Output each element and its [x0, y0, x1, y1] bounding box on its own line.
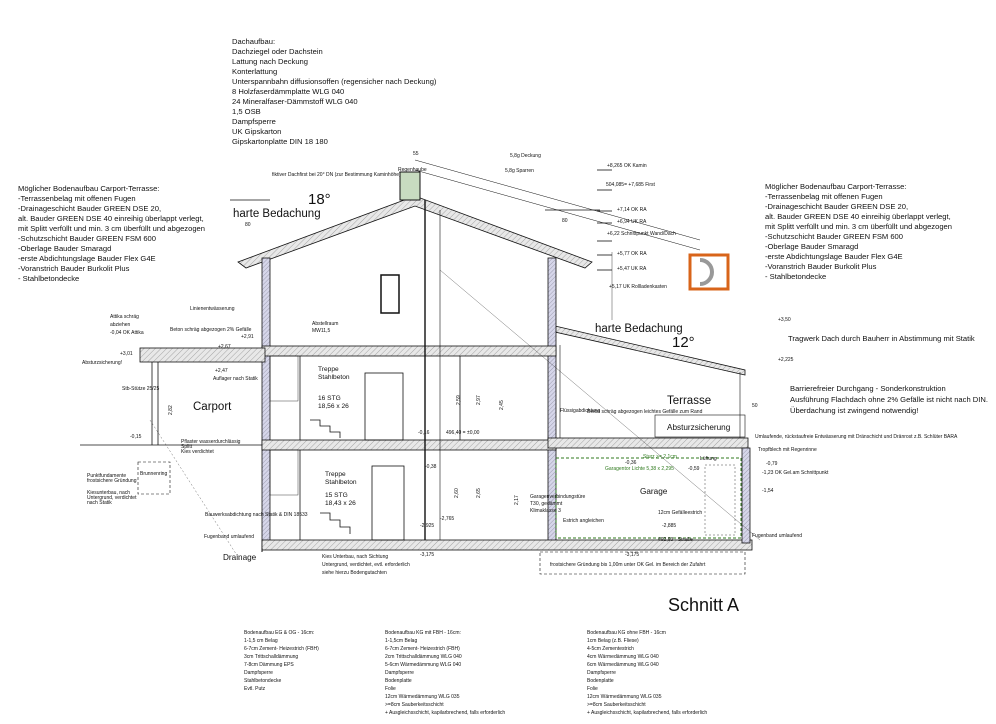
tropfblech-note: Tropfblech mit Regenrinne [758, 447, 817, 453]
svg-text:504,085= +7,685 First: 504,085= +7,685 First [606, 182, 656, 188]
svg-text:+3,01: +3,01 [120, 351, 133, 357]
svg-text:-2,925: -2,925 [420, 523, 434, 529]
strasse-label: 492,93 - Straße [658, 537, 693, 543]
drainage-label: Drainage [223, 553, 257, 562]
window-detail-icon [688, 253, 730, 291]
sturz-label: Sturz >= 2 1cm [643, 454, 677, 460]
svg-text:-2,765: -2,765 [440, 516, 454, 522]
svg-text:+2,47: +2,47 [215, 368, 228, 374]
regenhaube-label: Regenhaube [398, 167, 427, 173]
svg-text:Bodenaufbau KG mit FBH - 16cm:: Bodenaufbau KG mit FBH - 16cm:1-1,5cm Be… [385, 630, 505, 716]
estrich-angleichen-label: Estrich angleichen [563, 518, 604, 524]
terrasse-label: Terrasse [667, 395, 711, 407]
bauwerksabdichtung-label: Bauwerksabdichtung nach Statik & DIN 185… [205, 512, 308, 518]
fugenband-left: Fugenband umlaufend [204, 534, 254, 540]
garagentor-label: Garagentor Lichte 5,38 x 2,295 [605, 466, 674, 472]
first-note: fiktiver Dachfirst bei 20° DN (zur Besti… [272, 172, 401, 178]
sparren-label: 5,8g Sparren [505, 168, 534, 174]
svg-text:2,17: 2,17 [514, 495, 520, 505]
entwaesserung-note: Umlaufende, rückstaufreie Entwässerung m… [755, 434, 958, 440]
svg-text:50: 50 [752, 403, 758, 409]
svg-text:Bodenaufbau EG & OG - 16cm:1-1: Bodenaufbau EG & OG - 16cm:1-1,5 cm Bela… [244, 630, 319, 692]
svg-text:+8,265 OK Kamin: +8,265 OK Kamin [607, 163, 647, 169]
drawing-title: Schnitt A [668, 595, 739, 615]
absturzsicherung-left: Absturzsicherung! [82, 360, 122, 366]
svg-text:-3,175: -3,175 [625, 552, 639, 558]
svg-text:2,59: 2,59 [456, 395, 462, 405]
svg-text:+5,17 UK Rollladenkasten: +5,17 UK Rollladenkasten [609, 284, 667, 290]
absturzsicherung-label: Absturzsicherung [667, 423, 731, 432]
ok-gel-label: -1,23 OK Gel.am Schnittpunkt [762, 470, 829, 476]
svg-text:80: 80 [245, 222, 251, 228]
svg-text:+6,22 Schnittpunkt Wand/Dach: +6,22 Schnittpunkt Wand/Dach [607, 231, 676, 237]
svg-text:+2,91: +2,91 [241, 334, 254, 340]
svg-text:-0,38: -0,38 [425, 464, 437, 470]
svg-text:2,45: 2,45 [499, 400, 505, 410]
barrierefrei-note: Barrierefreier Durchgang - Sonderkonstru… [790, 384, 988, 415]
gefaelle-estrich-label: 12cm Gefälleestrich [658, 510, 702, 516]
svg-text:-2,885: -2,885 [662, 523, 676, 529]
svg-text:+2,67: +2,67 [218, 344, 231, 350]
floor-buildups: Bodenaufbau EG & OG - 16cm:1-1,5 cm Bela… [244, 630, 707, 716]
svg-text:2,82: 2,82 [168, 405, 174, 415]
auflager-label: Auflager nach Statik [213, 376, 258, 382]
level-values: +3,50 +2,225 +3,01 +2,91 +2,67 +2,47 -0,… [120, 151, 794, 558]
svg-text:-0,16: -0,16 [418, 430, 430, 436]
building-section [80, 200, 761, 575]
svg-text:-0,79: -0,79 [766, 461, 778, 467]
svg-text:80: 80 [562, 218, 568, 224]
carport-terrace-buildup-right: Möglicher Bodenaufbau Carport-Terrasse:-… [765, 182, 952, 281]
carport-terrace-buildup-left: Möglicher Bodenaufbau Carport-Terrasse:-… [18, 184, 205, 283]
brunnenring-label: Brunnenring [140, 471, 167, 477]
linienentwaesserung-label: Linienentwässerung [190, 306, 235, 312]
elevation-markers: +8,265 OK Kamin 504,085= +7,685 First +7… [597, 163, 676, 290]
roof-right-label: harte Bedachung [595, 323, 683, 335]
deckung-label: 5,8g Deckung [510, 153, 541, 159]
garage-label: Garage [640, 487, 668, 496]
roof-left-angle: 18° [308, 191, 331, 208]
svg-text:55: 55 [413, 151, 419, 157]
svg-text:+6,94 UK RA: +6,94 UK RA [617, 219, 647, 225]
frostsicher-label: frostsichere Gründung bis 1,00m unter OK… [550, 562, 706, 568]
svg-text:-0,59: -0,59 [688, 466, 700, 472]
fugenband-right: Fugenband umlaufend [752, 533, 802, 539]
fluessigabdichtung-label: Flüssigabdichtung [560, 408, 601, 414]
beton-gefaelle-note: Beton schräg abgezogen 2% Gefälle [170, 327, 252, 333]
tragwerk-note: Tragwerk Dach durch Bauherr in Abstimmun… [788, 334, 975, 343]
lueftung-label: Lüftung [700, 456, 717, 462]
svg-text:+2,225: +2,225 [778, 357, 794, 363]
beton-rand-note: Beton schräg abgezogen leichtes Gefälle … [587, 409, 703, 415]
svg-text:+7,14 OK RA: +7,14 OK RA [617, 207, 647, 213]
roof-right-angle: 12° [672, 334, 695, 351]
stuetze-label: Stb-Stütze 25/25 [122, 386, 159, 392]
svg-text:2,97: 2,97 [476, 395, 482, 405]
svg-text:2,65: 2,65 [476, 488, 482, 498]
svg-text:2,60: 2,60 [454, 488, 460, 498]
chimney-cap [399, 171, 421, 201]
svg-text:-3,175: -3,175 [420, 552, 434, 558]
svg-text:+5,47 UK RA: +5,47 UK RA [617, 266, 647, 272]
roof-left-label: harte Bedachung [233, 208, 321, 220]
svg-text:-1,54: -1,54 [762, 488, 774, 494]
svg-text:+3,50: +3,50 [778, 317, 791, 323]
svg-text:+5,77 OK RA: +5,77 OK RA [617, 251, 647, 257]
main-roof [230, 159, 701, 269]
carport-label: Carport [193, 401, 232, 413]
svg-text:-0,15: -0,15 [130, 434, 142, 440]
svg-text:-0,36: -0,36 [625, 460, 637, 466]
svg-text:496,40 = ±0,00: 496,40 = ±0,00 [446, 430, 480, 436]
